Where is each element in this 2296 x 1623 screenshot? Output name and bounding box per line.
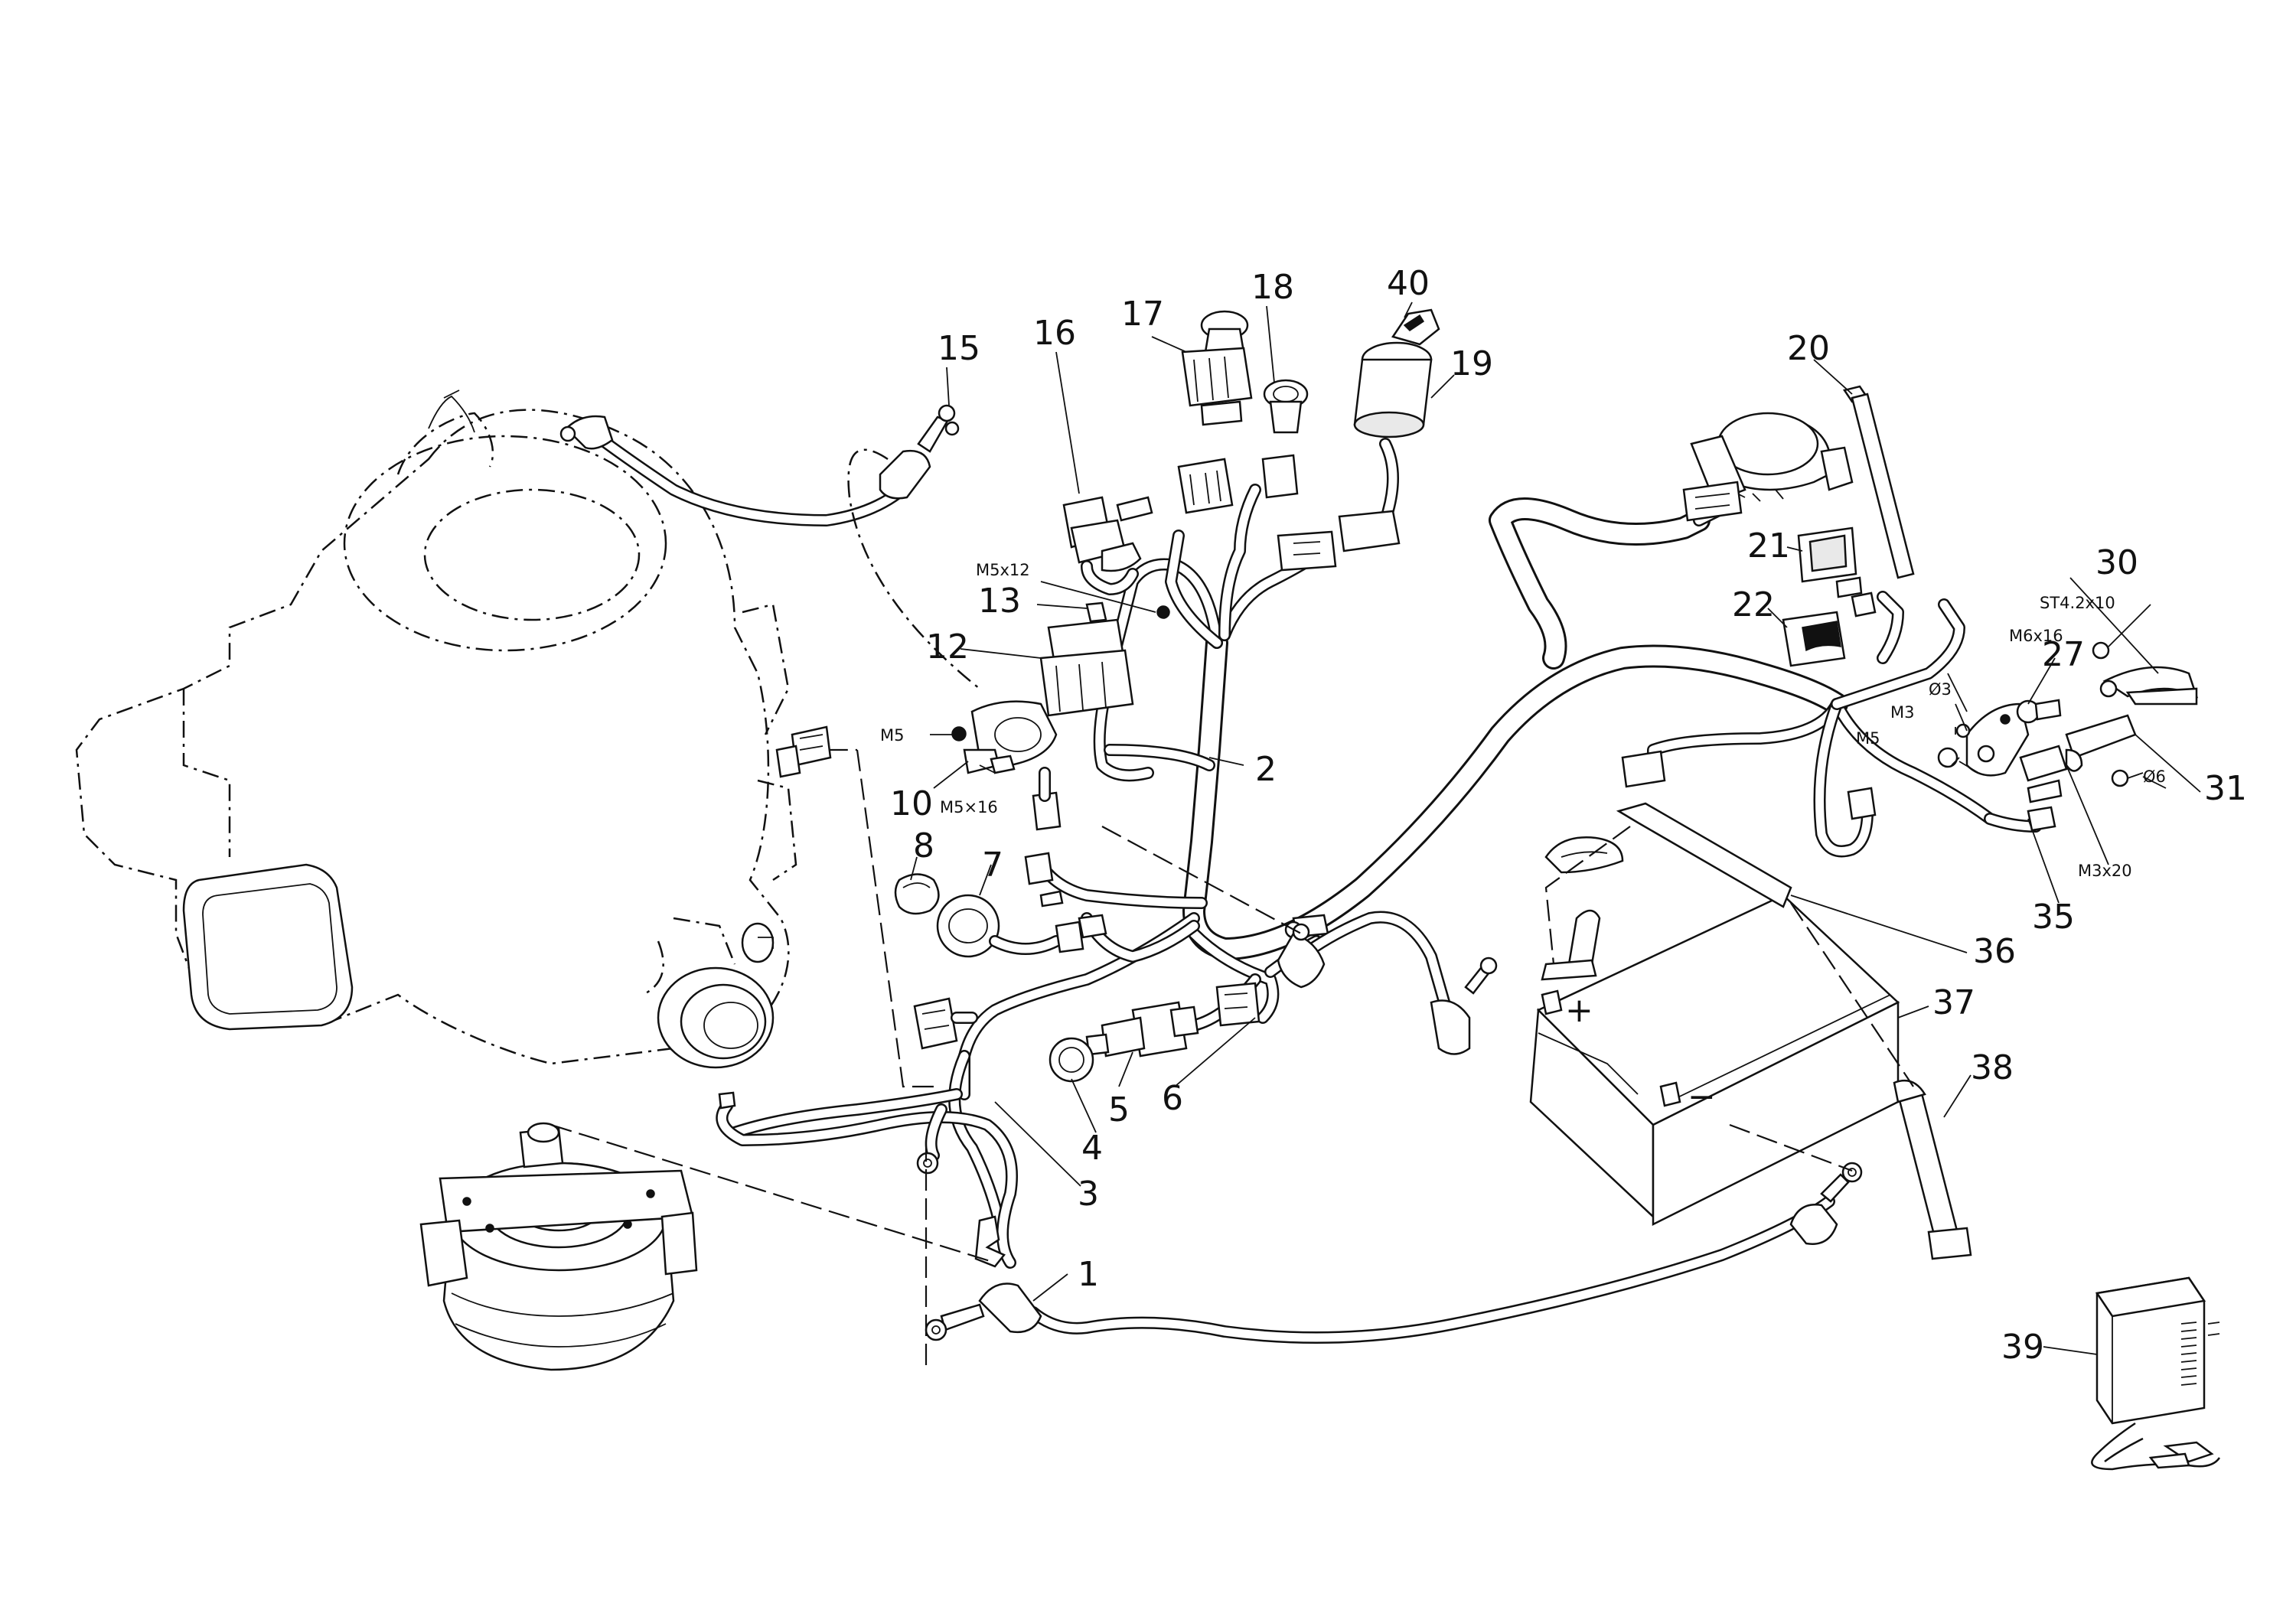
reverse-switch	[1049, 1037, 1094, 1083]
callout-4: 4	[1081, 1129, 1103, 1168]
fuse-holder	[1062, 496, 1153, 595]
callout-40: 40	[1387, 264, 1430, 303]
electric-clutch	[419, 1122, 698, 1371]
callout-30: 30	[2095, 543, 2138, 582]
label-m6x16: M6x16	[2009, 627, 2063, 645]
rear-connectors	[1621, 750, 2056, 832]
callout-37: 37	[1932, 983, 1975, 1022]
engine-air-filter	[182, 863, 354, 1031]
label-d6: Ø6	[2143, 768, 2166, 786]
label-m5x12: M5x12	[976, 561, 1030, 579]
buzzer	[936, 894, 1107, 958]
solenoid	[951, 700, 1064, 908]
relay	[1039, 601, 1170, 717]
label-m5-right: M5	[1856, 729, 1880, 748]
leader-lines	[910, 301, 2201, 1355]
callout-1: 1	[1078, 1255, 1099, 1294]
callout-6: 6	[1162, 1079, 1183, 1118]
ignition-switch	[1277, 308, 1440, 572]
connector-3	[913, 997, 978, 1050]
ground-wire	[716, 1091, 1018, 1269]
battery-cables	[925, 911, 1863, 1344]
microswitch-bracket	[1937, 699, 2068, 803]
switch-21	[1797, 526, 1863, 598]
battery-strap	[1541, 802, 1792, 981]
battery-positive-mark: +	[1565, 991, 1593, 1030]
callout-19: 19	[1450, 344, 1493, 383]
callout-39: 39	[2001, 1328, 2044, 1367]
seat-switch	[1085, 1001, 1199, 1058]
label-m3: M3	[1890, 703, 1914, 722]
switch-22	[1782, 592, 1877, 667]
circlip	[894, 873, 940, 915]
battery-negative-mark: −	[1688, 1077, 1716, 1116]
callout-16: 16	[1033, 314, 1076, 353]
battery: + −	[1529, 894, 1900, 1227]
callout-3: 3	[1078, 1175, 1099, 1214]
battery-bracket	[1893, 1079, 1972, 1260]
callout-31: 31	[2204, 769, 2247, 808]
pto-switch	[1177, 310, 1253, 514]
engine-exhaust	[657, 922, 775, 1069]
rear-harness-branch	[1647, 499, 2042, 858]
callout-35: 35	[2032, 898, 2075, 937]
callout-10: 10	[890, 784, 933, 823]
label-st42x10: ST4.2x10	[2040, 594, 2115, 612]
engine-connector	[775, 725, 832, 778]
label-m5-left: M5	[880, 726, 904, 745]
label-m5x16: M5×16	[940, 798, 998, 816]
callout-18: 18	[1251, 268, 1294, 307]
label-d3: Ø3	[1929, 680, 1952, 699]
fastener-labels: M5x12 M5 M5×16 ST4.2x10 M6x16 Ø3 M3 M5 Ø…	[880, 561, 2166, 880]
callout-15: 15	[938, 329, 980, 368]
callout-5: 5	[1108, 1090, 1130, 1129]
callout-22: 22	[1732, 585, 1775, 624]
label-m3x20: M3x20	[2078, 862, 2132, 880]
callout-8: 8	[913, 826, 934, 865]
assembly-lines	[550, 734, 1914, 1370]
callout-2: 2	[1255, 750, 1277, 789]
callout-labels: 1 2 3 4 5 6 7 8 10 12 13 15 16 17 18 19 …	[890, 264, 2247, 1367]
callout-38: 38	[1971, 1048, 2014, 1087]
engine-outline	[75, 389, 797, 1065]
callout-7: 7	[982, 846, 1003, 885]
callout-20: 20	[1787, 329, 1830, 368]
indicator-lamp	[1261, 379, 1309, 499]
spark-plug-cable	[559, 404, 980, 689]
callout-21: 21	[1747, 526, 1790, 565]
callout-27: 27	[2042, 635, 2085, 674]
callout-13: 13	[978, 582, 1021, 621]
callout-36: 36	[1973, 932, 2016, 971]
callout-12: 12	[926, 627, 969, 666]
hour-meter	[1682, 412, 1854, 522]
battery-charger	[2091, 1276, 2221, 1471]
mounting-strip	[1842, 385, 1915, 579]
lever	[2065, 641, 2199, 787]
callout-17: 17	[1121, 295, 1164, 334]
